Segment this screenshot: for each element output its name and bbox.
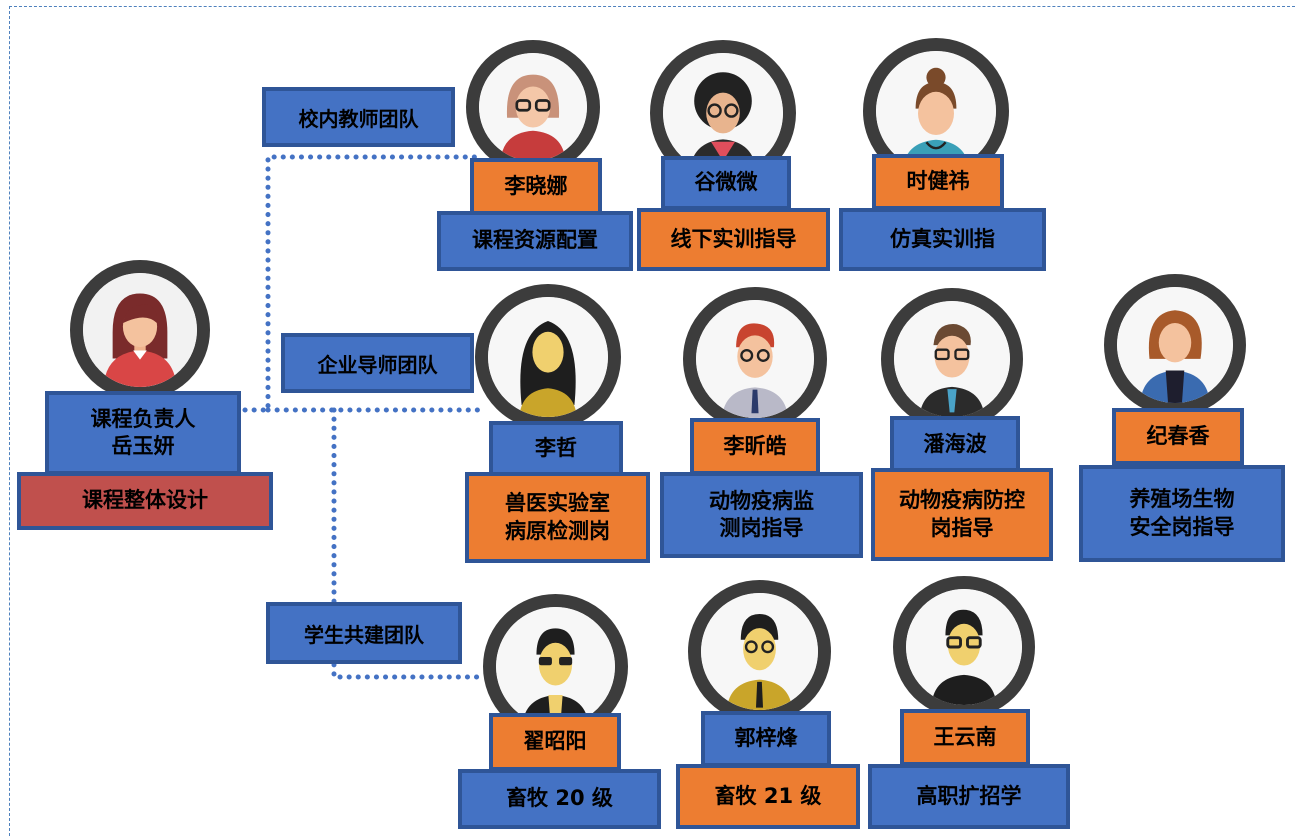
man-dark-glasses-avatar-icon bbox=[906, 589, 1022, 705]
diagram-frame bbox=[9, 6, 1295, 836]
team-label-student: 学生共建团队 bbox=[266, 602, 462, 664]
team-label-enterprise: 企业导师团队 bbox=[281, 333, 474, 393]
member-role-box: 畜牧 21 级 bbox=[676, 764, 860, 829]
woman-curly-hair-avatar-icon bbox=[663, 53, 783, 173]
man-tie-avatar-icon bbox=[701, 593, 818, 710]
member-role-box: 兽医实验室 病原检测岗 bbox=[465, 472, 650, 563]
avatar-member-1 bbox=[466, 40, 600, 174]
avatar-member-10 bbox=[893, 576, 1035, 718]
member-name-box: 翟昭阳 bbox=[489, 713, 621, 771]
team-label-school: 校内教师团队 bbox=[262, 87, 455, 147]
member-role-box: 养殖场生物 安全岗指导 bbox=[1079, 465, 1285, 562]
avatar-member-5 bbox=[683, 287, 827, 431]
member-name-box: 李哲 bbox=[489, 421, 623, 477]
avatar-leader bbox=[70, 260, 210, 400]
woman-glasses-avatar-icon bbox=[479, 53, 587, 161]
avatar-member-4 bbox=[475, 284, 621, 430]
man-red-hair-avatar-icon bbox=[696, 300, 814, 418]
leader-role-box: 课程整体设计 bbox=[17, 472, 273, 530]
member-name-box: 时健祎 bbox=[872, 154, 1004, 210]
woman-bun-hair-avatar-icon bbox=[876, 51, 996, 171]
woman-short-hair-avatar-icon bbox=[1117, 287, 1233, 403]
member-name-box: 李晓娜 bbox=[470, 158, 602, 216]
member-name-box: 纪春香 bbox=[1112, 408, 1244, 465]
member-role-box: 动物疫病监 测岗指导 bbox=[660, 472, 863, 558]
man-sunglasses-avatar-icon bbox=[496, 607, 615, 726]
member-name-box: 谷微微 bbox=[661, 156, 791, 210]
leader-title-box: 课程负责人 岳玉妍 bbox=[45, 391, 241, 475]
member-role-box: 畜牧 20 级 bbox=[458, 769, 661, 829]
member-role-box: 课程资源配置 bbox=[437, 211, 633, 271]
avatar-member-7 bbox=[1104, 274, 1246, 416]
member-role-box: 高职扩招学 bbox=[868, 764, 1070, 829]
member-name-box: 郭梓烽 bbox=[701, 711, 831, 767]
member-name-box: 王云南 bbox=[900, 709, 1030, 766]
woman-long-hair-avatar-icon bbox=[488, 297, 608, 417]
member-role-box: 线下实训指导 bbox=[637, 208, 830, 271]
man-glasses-avatar-icon bbox=[894, 301, 1010, 417]
member-role-box: 仿真实训指 bbox=[839, 208, 1046, 271]
avatar-member-9 bbox=[688, 580, 831, 723]
member-role-box: 动物疫病防控 岗指导 bbox=[871, 468, 1053, 561]
avatar-member-6 bbox=[881, 288, 1023, 430]
woman-avatar-icon bbox=[83, 273, 197, 387]
member-name-box: 李昕皓 bbox=[690, 418, 820, 475]
member-name-box: 潘海波 bbox=[890, 416, 1020, 473]
